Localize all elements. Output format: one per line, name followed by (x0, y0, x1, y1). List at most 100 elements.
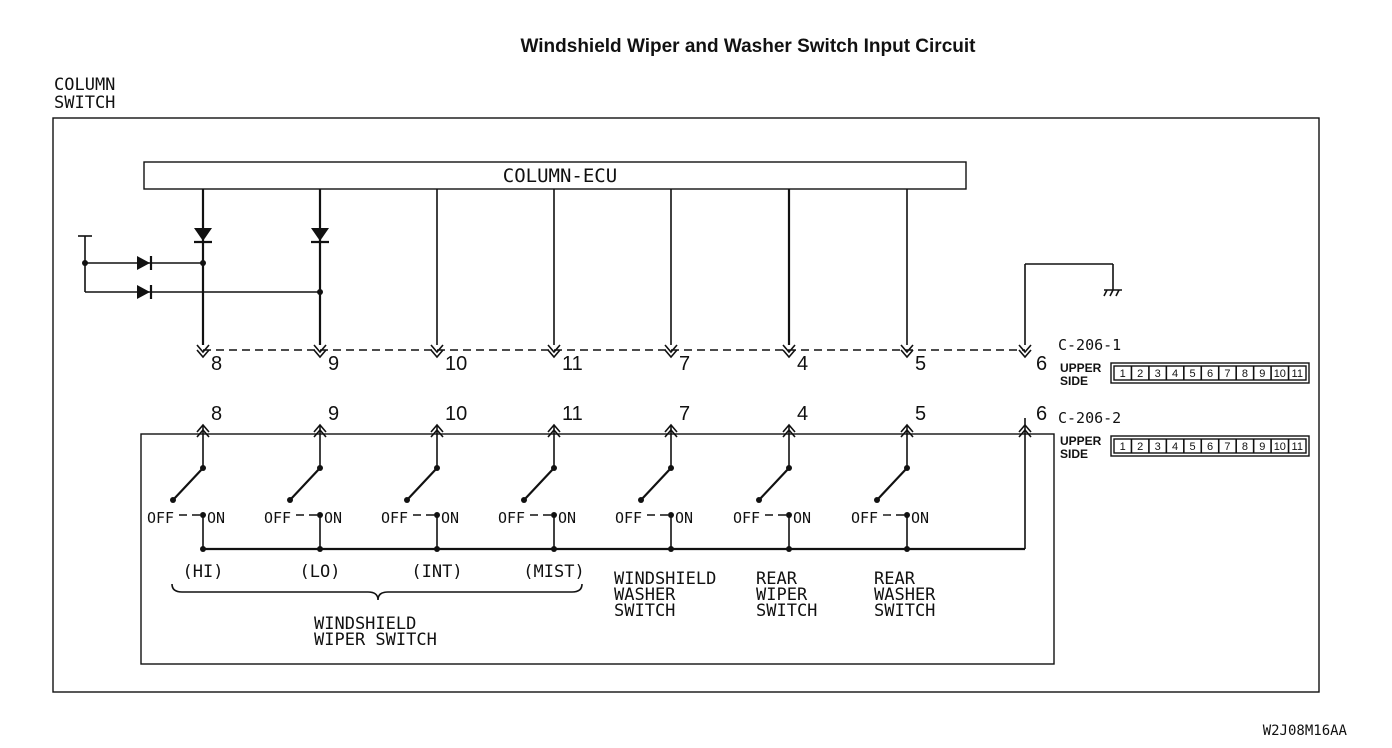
wiper-switch-label-line1: WINDSHIELD (314, 614, 416, 634)
connector-cell-number: 2 (1137, 368, 1143, 380)
connector-cell-number: 10 (1274, 441, 1286, 453)
connector-cell-number: 3 (1155, 441, 1161, 453)
switch-arm (640, 467, 672, 501)
connector-top-pin: 11 (562, 353, 583, 375)
switch-column: OFF ON 8 8 (147, 189, 225, 552)
position-label-lo: (LO) (300, 562, 341, 582)
wiper-switch-brace (171, 583, 583, 601)
column-switch-label-line1: COLUMN (54, 75, 115, 95)
switch-off-label: OFF (147, 509, 174, 527)
diode-icon (311, 228, 329, 241)
diode-icon (137, 285, 150, 299)
diagram-title: Windshield Wiper and Washer Switch Input… (521, 36, 977, 57)
washer-switch-label-line3: SWITCH (614, 601, 675, 621)
connector-bottom-pin: 10 (445, 403, 467, 425)
rear-washer-label-line2: WASHER (874, 585, 936, 605)
connector-top-pin: 5 (915, 353, 926, 375)
connector-bottom-pin: 9 (328, 403, 339, 425)
switch-arm (523, 467, 555, 501)
connector-top-side-line2: SIDE (1060, 374, 1088, 388)
connector-cell-number: 2 (1137, 441, 1143, 453)
switch-off-label: OFF (381, 509, 408, 527)
rear-washer-label-line3: SWITCH (874, 601, 935, 621)
switch-on-label: ON (558, 509, 576, 527)
switch-column: OFF ON 7 7 (615, 189, 693, 552)
connector-bottom-pin: 5 (915, 403, 926, 425)
column-switch-label-line2: SWITCH (54, 93, 115, 113)
connector-bottom-side-line1: UPPER (1060, 434, 1102, 448)
connector-cell-number: 8 (1242, 368, 1248, 380)
switch-on-label: ON (911, 509, 929, 527)
connector-cell-number: 1 (1120, 368, 1126, 380)
connector-top-pin: 8 (211, 353, 222, 375)
connector-bottom-pin: 11 (562, 403, 583, 425)
switch-arm (406, 467, 438, 501)
rear-washer-label-line1: REAR (874, 569, 916, 589)
switch-column: OFF ON 4 4 (733, 189, 811, 552)
switch-on-label: ON (207, 509, 225, 527)
column-ecu-label: COLUMN-ECU (503, 165, 617, 187)
switch-off-label: OFF (733, 509, 760, 527)
washer-switch-label-line2: WASHER (614, 585, 676, 605)
connector-cell-number: 8 (1242, 441, 1248, 453)
connector-top-side-line1: UPPER (1060, 361, 1102, 375)
switch-arm (289, 467, 321, 501)
connector-cell-number: 6 (1207, 441, 1213, 453)
switch-on-label: ON (793, 509, 811, 527)
switch-column: OFF ON 11 11 (498, 189, 583, 552)
wiper-switch-label-line2: WIPER SWITCH (314, 630, 437, 650)
switch-column: OFF ON 10 10 (381, 189, 467, 552)
connector-cell-number: 11 (1292, 368, 1303, 380)
switch-on-label: ON (675, 509, 693, 527)
connector-bottom-side-line2: SIDE (1060, 447, 1088, 461)
connector-top-name: C-206-1 (1058, 336, 1121, 354)
position-label-int: (INT) (411, 562, 462, 582)
rear-wiper-label-line2: WIPER (756, 585, 808, 605)
connector-bottom-pin: 4 (797, 403, 808, 425)
switch-off-label: OFF (264, 509, 291, 527)
connector-top-pin: 7 (679, 353, 690, 375)
figure-code: W2J08M16AA (1263, 723, 1348, 739)
connector-cell-number: 5 (1189, 368, 1195, 380)
connector-bottom-pin: 7 (679, 403, 690, 425)
diode-network (78, 235, 323, 299)
connector-top-pin: 4 (797, 353, 808, 375)
connector-cell-number: 9 (1259, 368, 1265, 380)
switch-arm (876, 467, 908, 501)
position-label-hi: (HI) (183, 562, 224, 582)
rear-wiper-label-line1: REAR (756, 569, 798, 589)
connector-cell-number: 7 (1224, 368, 1230, 380)
switch-off-label: OFF (498, 509, 525, 527)
connector-cell-number: 5 (1189, 441, 1195, 453)
connector-bottom-name: C-206-2 (1058, 409, 1121, 427)
position-label-mist: (MIST) (523, 562, 584, 582)
diode-icon (137, 256, 150, 270)
connector-bottom-pin: 8 (211, 403, 222, 425)
connector-cell-number: 6 (1207, 368, 1213, 380)
column-ecu-box (143, 161, 967, 190)
ground-pin-markers (1018, 344, 1032, 438)
column-switch-box (52, 117, 1320, 693)
rear-wiper-label-line3: SWITCH (756, 601, 817, 621)
connector-cell-number: 1 (1120, 441, 1126, 453)
ground-circuit (1024, 263, 1122, 345)
diode-icon (194, 228, 212, 241)
connector-cell-number: 4 (1172, 441, 1178, 453)
switch-off-label: OFF (851, 509, 878, 527)
connector-cell-number: 10 (1274, 368, 1286, 380)
connector-top-pin: 10 (445, 353, 467, 375)
switch-arm (758, 467, 790, 501)
switch-assembly-box (140, 433, 1055, 665)
connector-bottom-pin-ground: 6 (1036, 403, 1047, 425)
switch-on-label: ON (441, 509, 459, 527)
washer-switch-label-line1: WINDSHIELD (614, 569, 716, 589)
connector-cell-number: 4 (1172, 368, 1178, 380)
switch-off-label: OFF (615, 509, 642, 527)
connector-top-pin-ground: 6 (1036, 353, 1047, 375)
connector-cell-number: 7 (1224, 441, 1230, 453)
